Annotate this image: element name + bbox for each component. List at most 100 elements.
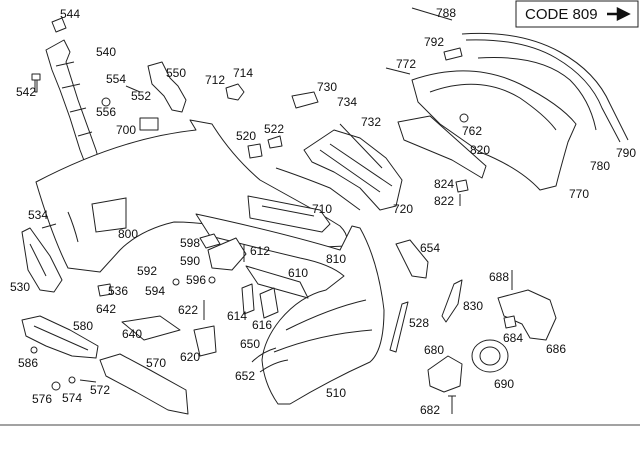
part-572 xyxy=(79,379,97,383)
callout-510: 510 xyxy=(326,386,346,400)
part-614 xyxy=(241,283,255,315)
callout-780: 780 xyxy=(590,159,610,173)
part-772 xyxy=(385,67,411,75)
diffuser-770-part xyxy=(411,70,577,191)
part-650 xyxy=(251,347,277,363)
callout-652: 652 xyxy=(235,369,255,383)
part-654 xyxy=(395,239,429,279)
callout-734: 734 xyxy=(337,95,357,109)
callout-732: 732 xyxy=(361,115,381,129)
part-730 xyxy=(291,91,319,109)
callout-772: 772 xyxy=(396,57,416,71)
callout-712: 712 xyxy=(205,73,225,87)
callout-730: 730 xyxy=(317,80,337,94)
callout-622: 622 xyxy=(178,303,198,317)
bezel-690-part xyxy=(471,339,509,373)
bracket-550-part xyxy=(147,61,187,113)
callout-654: 654 xyxy=(420,241,440,255)
part-594 xyxy=(172,278,180,286)
callout-620: 620 xyxy=(180,350,200,364)
callout-520: 520 xyxy=(236,129,256,143)
part-820 xyxy=(397,115,487,179)
callout-572: 572 xyxy=(90,383,110,397)
callout-820: 820 xyxy=(470,143,490,157)
part-642 xyxy=(97,283,113,297)
callout-528: 528 xyxy=(409,316,429,330)
part-684 xyxy=(503,315,517,329)
code-label: CODE 809 xyxy=(525,6,598,23)
part-610 xyxy=(245,265,309,299)
part-640 xyxy=(121,315,181,341)
callout-650: 650 xyxy=(240,337,260,351)
callout-682: 682 xyxy=(420,403,440,417)
callout-596: 596 xyxy=(186,273,206,287)
callout-680: 680 xyxy=(424,343,444,357)
callout-594: 594 xyxy=(145,284,165,298)
sensor-680-part xyxy=(427,355,463,393)
trim-strip-780-790 xyxy=(461,32,629,143)
part-620 xyxy=(193,325,217,357)
part-652 xyxy=(259,359,289,373)
callout-610: 610 xyxy=(288,266,308,280)
callout-534: 534 xyxy=(28,208,48,222)
callout-552: 552 xyxy=(131,89,151,103)
screw-682-part xyxy=(448,395,456,414)
callout-590: 590 xyxy=(180,254,200,268)
callout-554: 554 xyxy=(106,72,126,86)
bracket-580-part xyxy=(21,315,99,359)
callout-700: 700 xyxy=(116,123,136,137)
callout-540: 540 xyxy=(96,45,116,59)
callout-690: 690 xyxy=(494,377,514,391)
callout-684: 684 xyxy=(503,331,523,345)
callout-720: 720 xyxy=(393,202,413,216)
callout-762: 762 xyxy=(462,124,482,138)
screw-534-part xyxy=(41,223,57,229)
wire-732-part xyxy=(339,123,383,169)
callout-570: 570 xyxy=(146,356,166,370)
part-598 xyxy=(199,233,221,249)
part-830 xyxy=(441,279,463,323)
part-586 xyxy=(30,346,38,354)
callout-612: 612 xyxy=(250,244,270,258)
clip-556-part xyxy=(101,97,111,107)
callout-530: 530 xyxy=(10,280,30,294)
callout-522: 522 xyxy=(264,122,284,136)
part-574 xyxy=(68,376,76,384)
callout-556: 556 xyxy=(96,105,116,119)
callout-536: 536 xyxy=(108,284,128,298)
bracket-570-part xyxy=(99,353,189,415)
callout-710: 710 xyxy=(312,202,332,216)
callout-822: 822 xyxy=(434,194,454,208)
part-576 xyxy=(51,381,61,391)
screw-542-part xyxy=(31,73,41,93)
callout-586: 586 xyxy=(18,356,38,370)
callout-598: 598 xyxy=(180,236,200,250)
part-824 xyxy=(455,179,469,193)
callout-714: 714 xyxy=(233,66,253,80)
callout-770: 770 xyxy=(569,187,589,201)
code-box: CODE 809 xyxy=(515,0,639,28)
callout-616: 616 xyxy=(252,318,272,332)
harness-720-part xyxy=(303,129,403,211)
sensor-700-part xyxy=(139,117,159,131)
bumper-510-part xyxy=(195,213,385,405)
part-712 xyxy=(225,83,245,101)
callout-792: 792 xyxy=(424,35,444,49)
callout-686: 686 xyxy=(546,342,566,356)
callout-550: 550 xyxy=(166,66,186,80)
part-522 xyxy=(267,135,283,149)
callout-614: 614 xyxy=(227,309,247,323)
part-762 xyxy=(459,113,469,123)
wire-710-part xyxy=(275,167,361,211)
callout-810: 810 xyxy=(326,252,346,266)
part-792 xyxy=(443,47,463,61)
part-590 xyxy=(207,237,247,271)
callout-544: 544 xyxy=(60,7,80,21)
callout-642: 642 xyxy=(96,302,116,316)
callout-576: 576 xyxy=(32,392,52,406)
callout-574: 574 xyxy=(62,391,82,405)
callout-790: 790 xyxy=(616,146,636,160)
part-528 xyxy=(389,301,409,353)
callout-824: 824 xyxy=(434,177,454,191)
